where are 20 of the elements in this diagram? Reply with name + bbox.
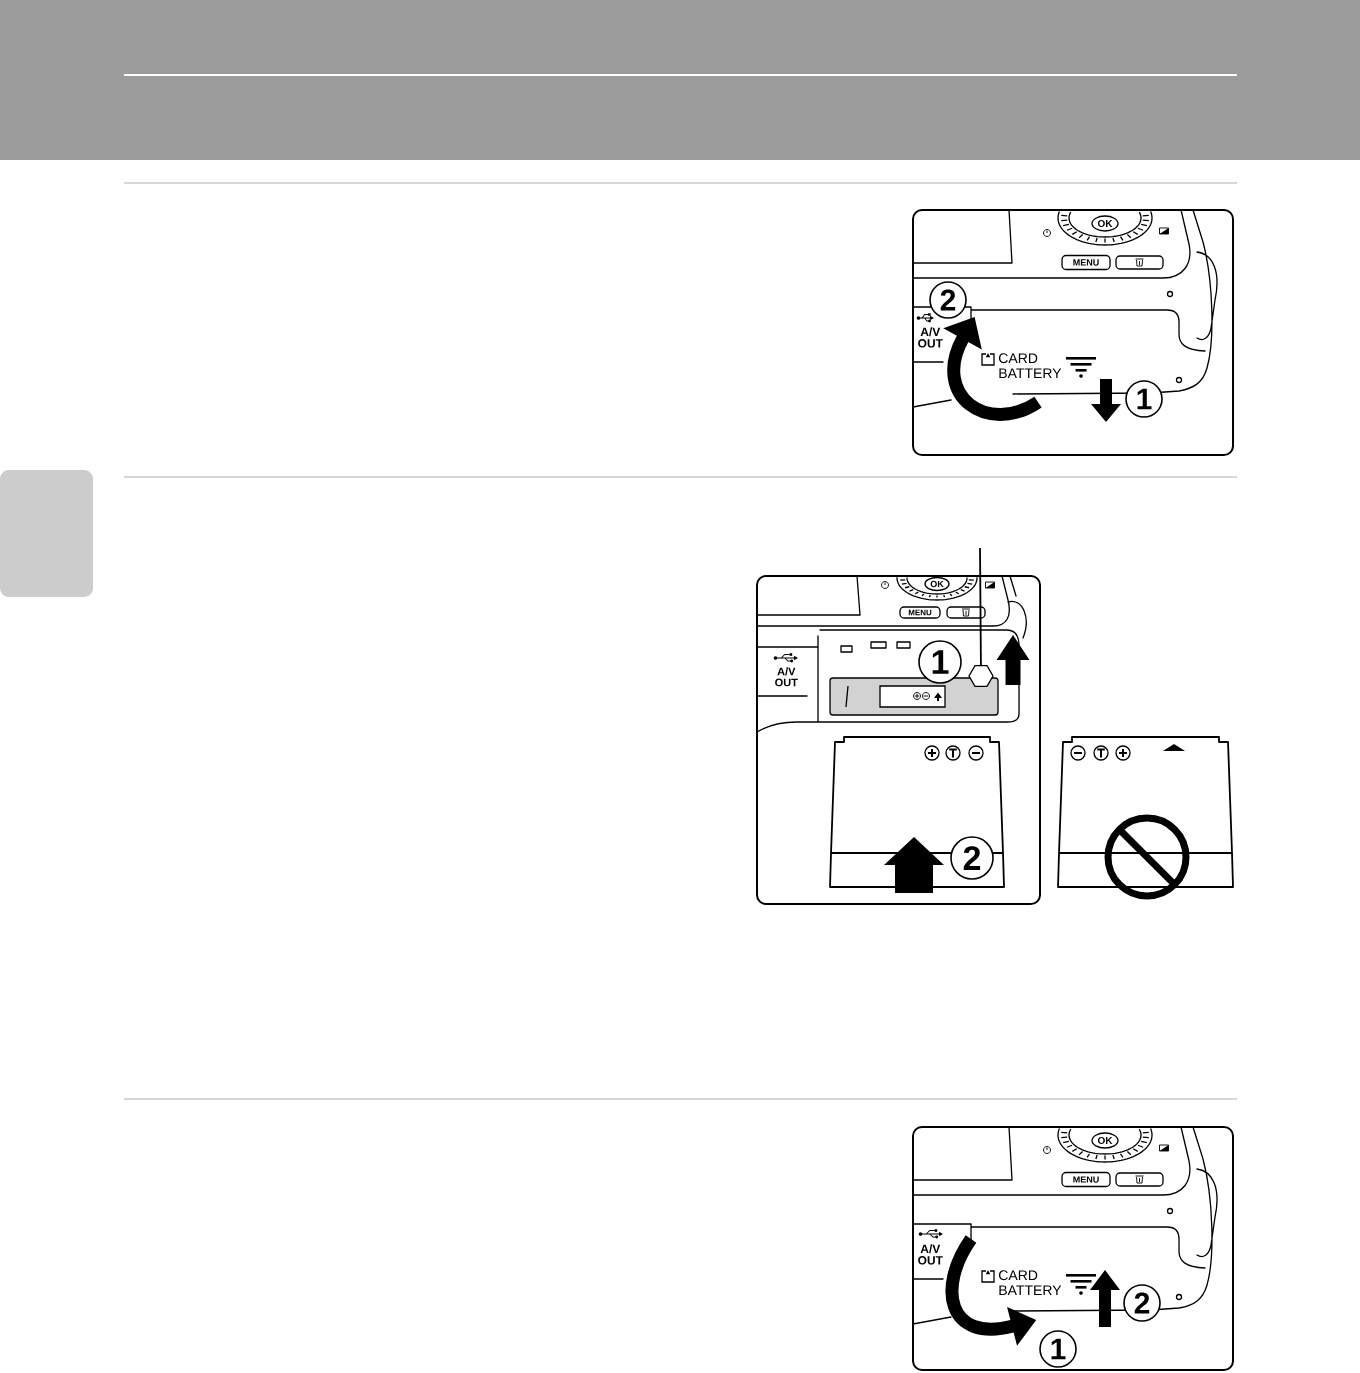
ok-button: OK	[924, 576, 950, 592]
ok-button: OK	[1091, 1132, 1119, 1149]
ok-button: OK	[1091, 215, 1119, 232]
door-label: CARD BATTERY	[999, 353, 1062, 379]
port-label: A/V OUT	[775, 667, 798, 687]
callout-number: 2	[950, 836, 994, 880]
callout-number: 1	[1125, 380, 1163, 418]
menu-button: MENU	[1061, 1171, 1111, 1188]
door-label: CARD BATTERY	[999, 1270, 1062, 1296]
menu-button: MENU	[1061, 254, 1111, 271]
callout-number: 2	[929, 281, 967, 319]
battery-latch	[968, 664, 994, 688]
callout-number: 1	[1039, 1330, 1077, 1368]
port-label: A/V OUT	[918, 327, 943, 348]
port-label: A/V OUT	[918, 1244, 943, 1265]
side-tab	[0, 470, 93, 597]
menu-button: MENU	[899, 606, 941, 619]
leader-line	[979, 547, 982, 666]
callout-number: 2	[1123, 1284, 1161, 1322]
callout-number: 1	[918, 640, 962, 684]
